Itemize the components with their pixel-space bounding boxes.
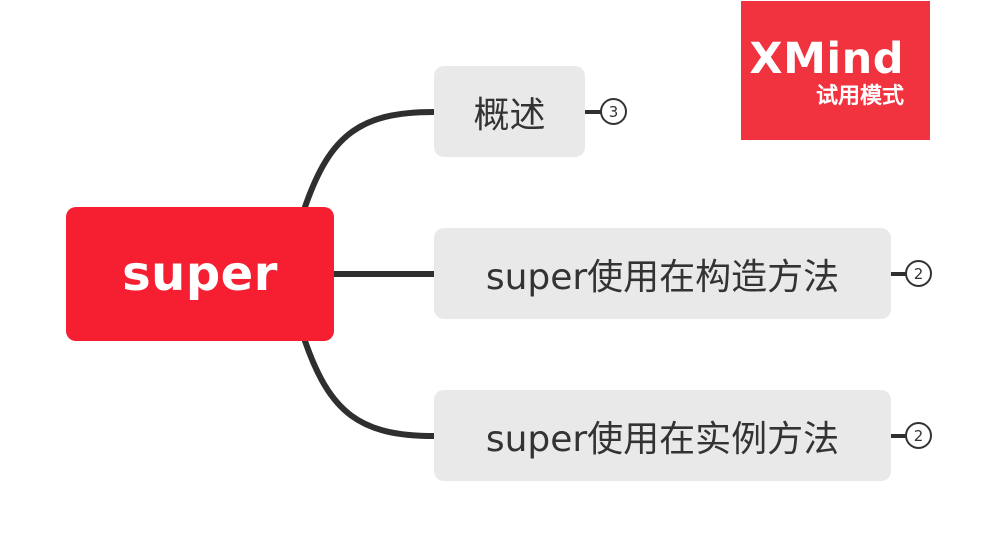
trial-watermark: XMind 试用模式 xyxy=(741,1,930,140)
collapsed-count: 2 xyxy=(913,426,924,445)
central-topic-label: super xyxy=(122,246,278,302)
subtopic-constructor[interactable]: super使用在构造方法 xyxy=(434,228,891,319)
collapse-connector xyxy=(891,434,906,438)
watermark-mode: 试用模式 xyxy=(815,84,904,109)
collapsed-children-badge[interactable]: 2 xyxy=(905,422,932,449)
collapse-connector xyxy=(891,272,906,276)
subtopic-label: super使用在构造方法 xyxy=(485,256,840,298)
watermark-brand: XMind xyxy=(749,34,904,84)
subtopic-instance-method[interactable]: super使用在实例方法 xyxy=(434,390,891,481)
central-topic[interactable]: super xyxy=(66,207,334,341)
subtopic-label: super使用在实例方法 xyxy=(485,418,840,460)
subtopic-label: 概述 xyxy=(473,94,546,136)
subtopic-overview[interactable]: 概述 xyxy=(434,66,585,157)
collapsed-children-badge[interactable]: 3 xyxy=(600,98,627,125)
collapsed-count: 2 xyxy=(913,264,924,283)
connector-to-topic-1 xyxy=(302,109,437,210)
collapsed-children-badge[interactable]: 2 xyxy=(905,260,932,287)
connector-to-topic-3 xyxy=(302,338,437,439)
collapsed-count: 3 xyxy=(608,102,619,121)
collapse-connector xyxy=(585,110,602,114)
